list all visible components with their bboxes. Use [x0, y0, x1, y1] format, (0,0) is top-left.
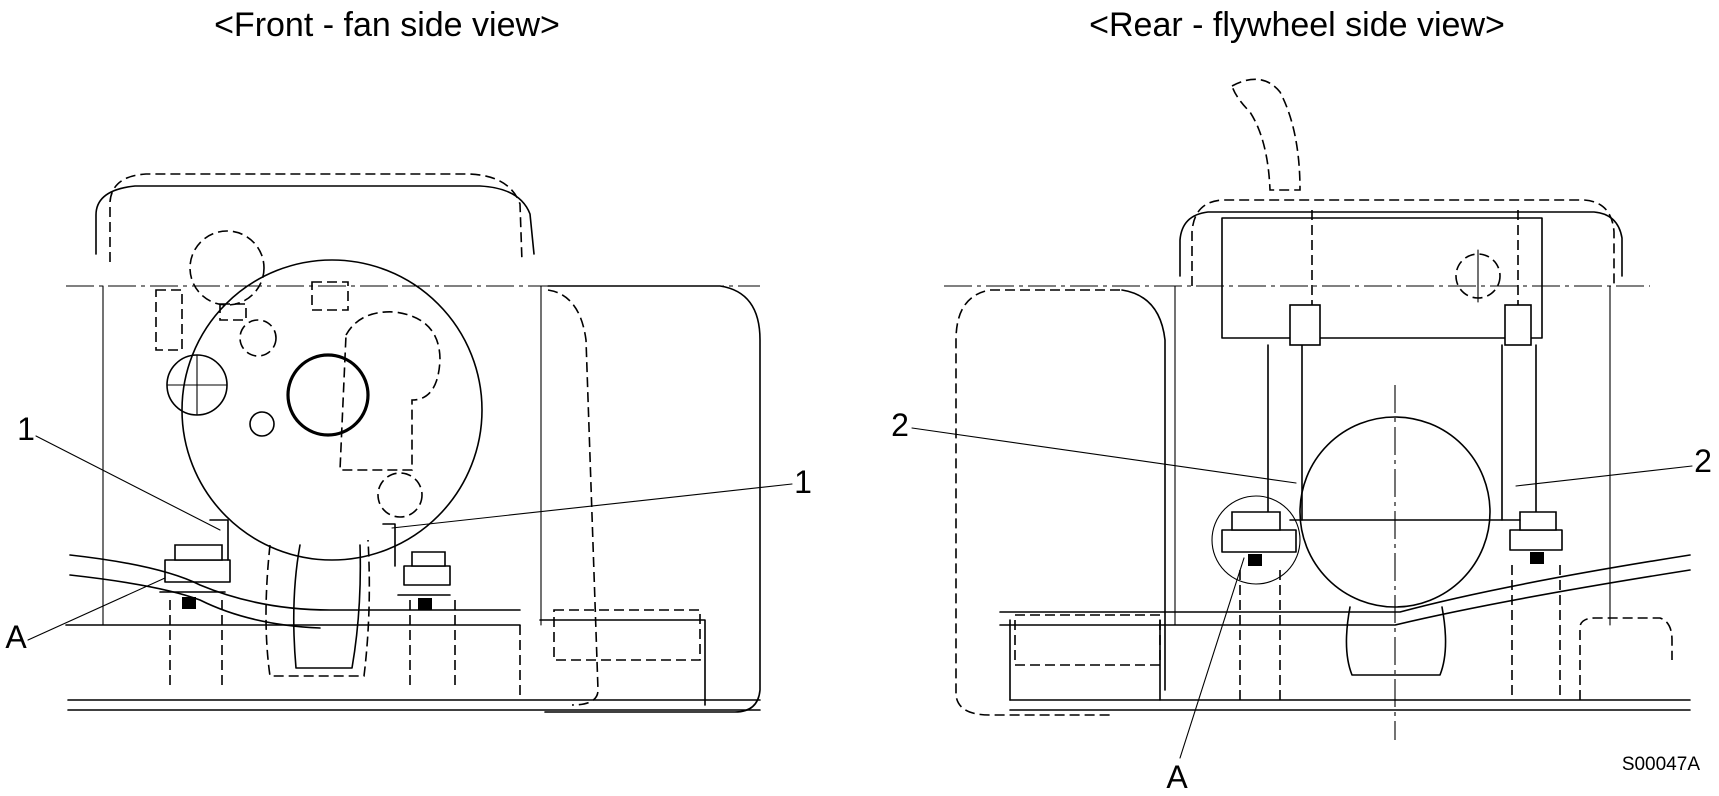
rear-callout-leaders	[911, 427, 1693, 759]
drawing-code: S00047A	[1622, 754, 1701, 775]
front-callout-leaders	[27, 435, 793, 641]
front-view-title: <Front - fan side view>	[214, 6, 560, 44]
front-callout-a: A	[5, 619, 27, 655]
rear-view-title: <Rear - flywheel side view>	[1089, 6, 1505, 44]
rear-callout-left-2: 2	[891, 407, 909, 443]
front-callout-right-1: 1	[794, 464, 812, 500]
front-callout-left-1: 1	[17, 411, 35, 447]
rear-callout-right-2: 2	[1694, 443, 1712, 479]
front-view-drawing	[65, 173, 761, 713]
rear-callout-a: A	[1166, 759, 1188, 795]
rear-view-drawing	[944, 78, 1691, 740]
